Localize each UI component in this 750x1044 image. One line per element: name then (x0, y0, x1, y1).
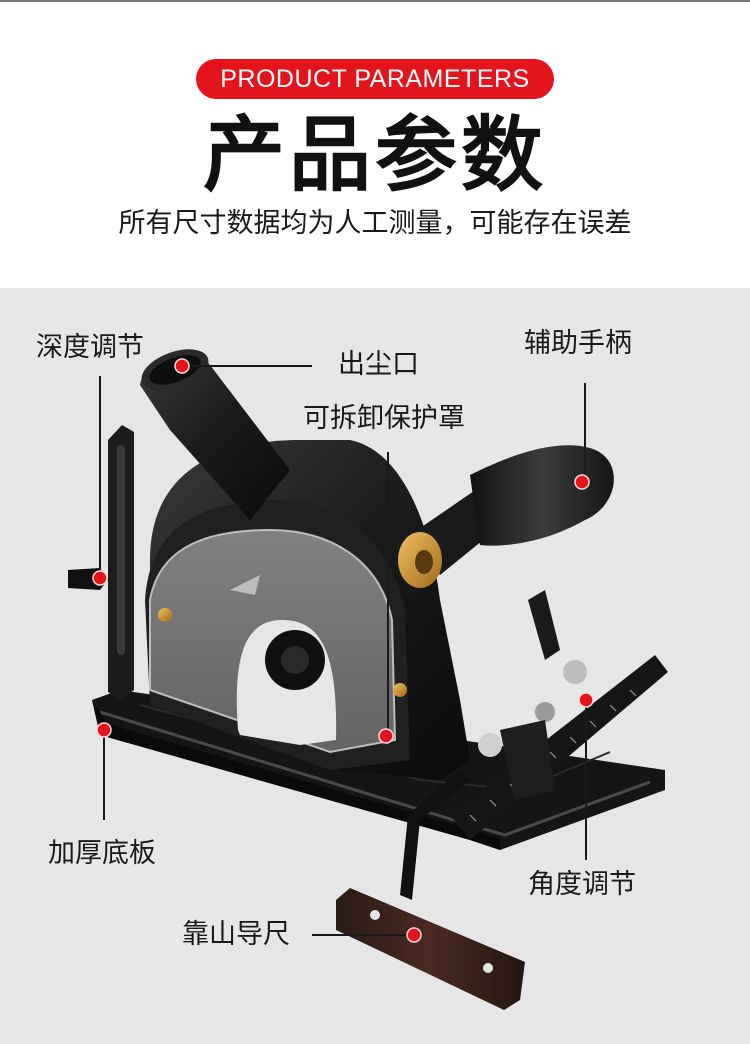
marker-depth-adjust (92, 570, 108, 586)
page-title: 产品参数 (202, 108, 547, 203)
label-angle-adjust: 角度调节 (528, 869, 636, 900)
angle-adjust-assembly (478, 590, 587, 800)
top-divider (0, 0, 750, 2)
label-guide-fence: 靠山导尺 (182, 919, 290, 950)
leader-lines (99, 365, 587, 936)
marker-aux-handle (574, 474, 590, 490)
page-subtitle: 所有尺寸数据均为人工测量，可能存在误差 (118, 208, 632, 239)
label-depth-adjust: 深度调节 (36, 332, 144, 363)
marker-dust-outlet (174, 358, 190, 374)
section-badge: PRODUCT PARAMETERS (196, 59, 554, 99)
label-removable-guard: 可拆卸保护罩 (303, 403, 465, 434)
callout-markers (92, 358, 594, 943)
aux-handle (398, 445, 614, 588)
marker-angle-adjust (578, 692, 594, 708)
marker-thick-base (96, 722, 112, 738)
label-thick-base: 加厚底板 (48, 838, 156, 869)
marker-removable-guard (378, 728, 394, 744)
header: PRODUCT PARAMETERS 产品参数 所有尺寸数据均为人工测量，可能存… (0, 2, 750, 287)
label-dust-outlet: 出尘口 (338, 349, 419, 380)
saw-body (145, 440, 470, 780)
marker-guide-fence (406, 927, 422, 943)
label-aux-handle: 辅助手柄 (524, 328, 632, 359)
guide-fence (336, 770, 525, 1010)
